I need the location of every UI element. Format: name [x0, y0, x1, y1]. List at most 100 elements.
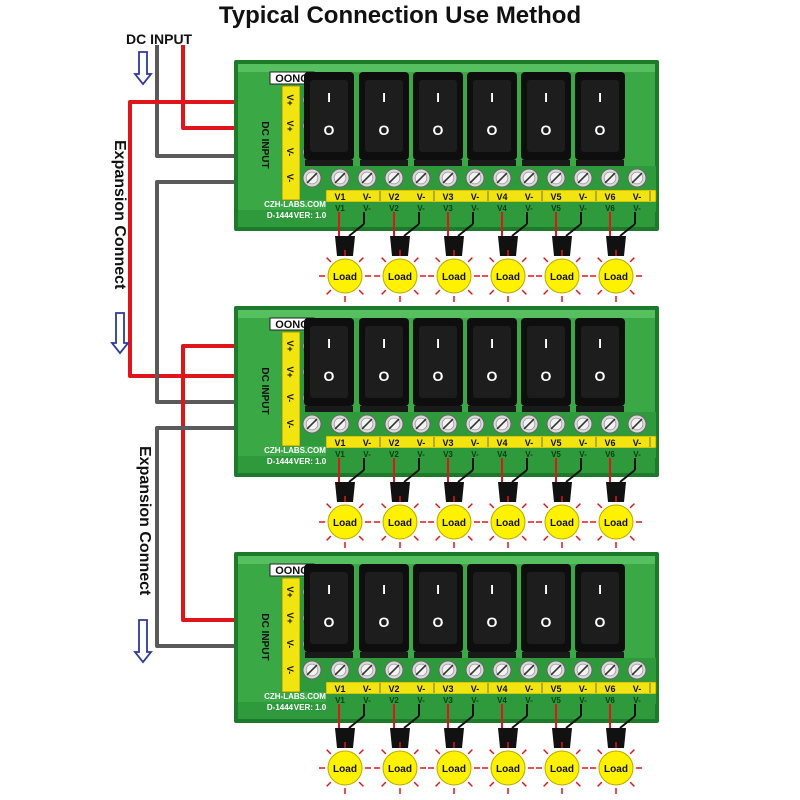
load-label: Load [550, 272, 574, 283]
input-terminal-label: V+ [285, 120, 295, 131]
load-bulb [436, 258, 472, 294]
channel-label: V6 [604, 684, 615, 694]
channel-label: V4 [496, 192, 507, 202]
load-ray [597, 257, 603, 263]
arrow-down-icon [133, 619, 153, 664]
load-ray [326, 535, 332, 541]
load-ray [489, 503, 495, 509]
channel-label: V3 [442, 684, 453, 694]
dc-input-label: DC INPUT [126, 31, 193, 47]
load-bulb [382, 750, 418, 786]
load-bulb [382, 504, 418, 540]
load-ray [467, 535, 473, 541]
channel-label: V2 [388, 192, 399, 202]
input-terminal-label: V+ [285, 94, 295, 105]
load-ray [435, 749, 441, 755]
rocker-switch-5: IO [521, 564, 571, 658]
channel-label: V6 [604, 438, 615, 448]
brand-text: OONO [275, 319, 309, 331]
load-ray [543, 503, 549, 509]
rocker-switch-5: IO [521, 72, 571, 166]
load-ray [575, 535, 581, 541]
load-ray [521, 535, 527, 541]
model-text: D-1444 [267, 703, 294, 712]
channel-label: V- [579, 192, 588, 202]
load-ray [358, 749, 364, 755]
channel-label-lower: V3 [443, 450, 453, 459]
board-top-edge [238, 64, 655, 72]
switch-off-mark: O [433, 122, 444, 138]
load-ray [575, 781, 581, 787]
load-ray [467, 781, 473, 787]
load-plug [552, 482, 572, 502]
channel-label: V2 [388, 438, 399, 448]
switch-on-mark: I [327, 90, 331, 105]
rocker-switch-4: IO [467, 564, 517, 658]
switch-off-mark: O [487, 368, 498, 384]
input-terminal-label: V- [285, 420, 295, 429]
load-ray [435, 781, 441, 787]
rocker-switch-6: IO [575, 72, 625, 166]
load-bulb [490, 504, 526, 540]
load-ray [326, 781, 332, 787]
switch-off-mark: O [433, 614, 444, 630]
load-ray [381, 289, 387, 295]
channel-label: V- [363, 192, 372, 202]
output-screw [492, 414, 512, 434]
load-ray [358, 535, 364, 541]
channel-label: V- [471, 438, 480, 448]
load-3: Load [428, 704, 480, 794]
channel-label-lower: V- [363, 204, 371, 213]
load-ray [543, 257, 549, 263]
rocker-switch-3: IO [413, 318, 463, 412]
load-label: Load [604, 272, 628, 283]
output-screw [411, 168, 431, 188]
channel-label-lower: V1 [335, 696, 345, 705]
load-4: Load [482, 458, 534, 548]
load-1: Load [319, 704, 371, 794]
channel-label-lower: V3 [443, 204, 453, 213]
load-ray [413, 781, 419, 787]
output-screw [600, 168, 620, 188]
output-screw [465, 660, 485, 680]
load-plug [444, 482, 464, 502]
model-text: D-1444 [267, 211, 294, 220]
rocker-switch-1: IO [304, 318, 354, 412]
rocker-switch-2: IO [359, 72, 409, 166]
load-bulb [544, 258, 580, 294]
input-screw [302, 168, 322, 188]
load-ray [381, 503, 387, 509]
output-screw [384, 414, 404, 434]
load-ray [358, 503, 364, 509]
load-label: Load [550, 764, 574, 775]
board-1: OONO®V+V+V-V-DC INPUTIOIOIOIOIOIOV1V-V2V… [234, 60, 659, 302]
load-ray [575, 289, 581, 295]
channel-label-lower: V- [525, 450, 533, 459]
maker-text: CZH-LABS.COM [264, 692, 326, 701]
channel-label-lower: V6 [605, 450, 615, 459]
switch-on-mark: I [544, 582, 548, 597]
board-top-edge [238, 556, 655, 564]
board-2: OONO®V+V+V-V-DC INPUTIOIOIOIOIOIOV1V-V2V… [234, 306, 659, 548]
load-ray [521, 749, 527, 755]
output-screw [438, 660, 458, 680]
load-ray [435, 535, 441, 541]
switch-on-mark: I [436, 336, 440, 351]
channel-label: V- [363, 438, 372, 448]
load-ray [326, 503, 332, 509]
load-label: Load [604, 764, 628, 775]
load-ray [381, 257, 387, 263]
arrows-layer [110, 51, 153, 664]
load-label: Load [604, 518, 628, 529]
switch-on-mark: I [598, 336, 602, 351]
load-ray [435, 257, 441, 263]
output-screw [411, 414, 431, 434]
load-label: Load [333, 272, 357, 283]
channel-label-lower: V2 [389, 450, 399, 459]
load-6: Load [590, 458, 642, 548]
load-plug [335, 482, 355, 502]
switch-on-mark: I [544, 336, 548, 351]
channel-label-lower: V- [633, 696, 641, 705]
